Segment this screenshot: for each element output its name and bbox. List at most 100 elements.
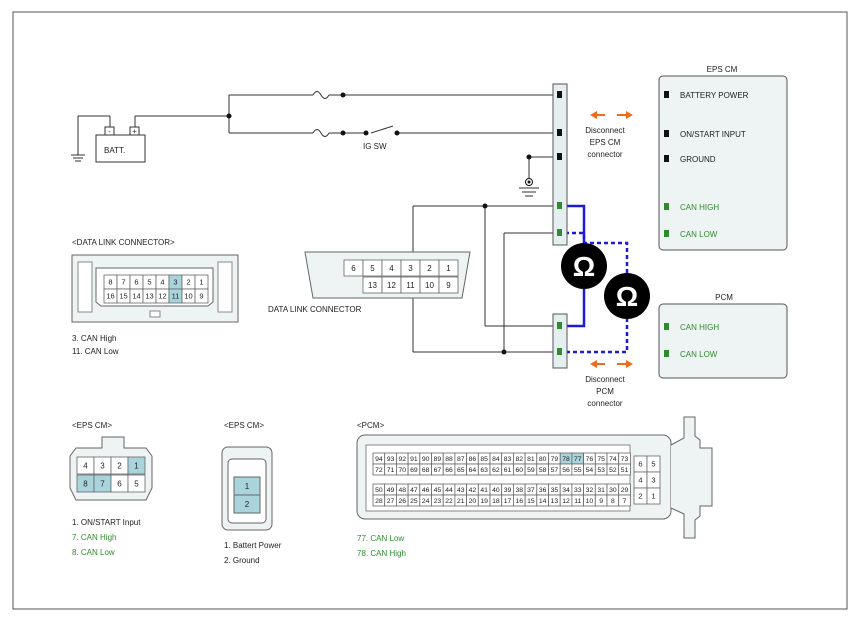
dlc-legend-can-low: 11. CAN Low (72, 347, 119, 356)
power-wiring (71, 91, 558, 197)
svg-text:PCM: PCM (596, 387, 614, 396)
pcm-pin-44-label: 44 (445, 487, 453, 494)
eps-connector-b-title: <EPS CM> (224, 421, 264, 430)
pcm-pin-67-label: 67 (434, 467, 442, 474)
eps-a-pin-5-label: 5 (134, 479, 139, 488)
pcm-pin-81-label: 81 (527, 456, 535, 463)
pcm-pin-25-label: 25 (410, 498, 418, 505)
pcm-pin-23-label: 23 (434, 498, 442, 505)
eps-b-legend-1: 1. Battert Power (224, 541, 282, 550)
ig-switch-label: IG SW (363, 142, 387, 151)
pcm-pin-14-label: 14 (539, 498, 547, 505)
center-dlc-pin-9-label: 9 (446, 281, 451, 290)
pcm-pin-65-label: 65 (457, 467, 465, 474)
pcm-pin-74-label: 74 (609, 456, 617, 463)
pcm-pin-40-label: 40 (492, 487, 500, 494)
pcm-pin-66-label: 66 (445, 467, 453, 474)
eps-a-pin-4-label: 4 (83, 461, 88, 470)
center-dlc-pin-12-label: 12 (387, 281, 396, 290)
pcm-pin-13-label: 13 (551, 498, 559, 505)
svg-text:connector: connector (587, 399, 622, 408)
pcm-pin-38-label: 38 (515, 487, 523, 494)
eps-pin-battery-power: BATTERY POWER (680, 91, 749, 100)
svg-text:Disconnect: Disconnect (585, 375, 625, 384)
eps-pin-on-start: ON/START INPUT (680, 130, 746, 139)
pcm-pin-87-label: 87 (457, 456, 465, 463)
center-dlc-pin-1-cell (438, 259, 459, 277)
pcm-pin-51-cell (618, 463, 631, 476)
dlc-detail-pin-15-label: 15 (119, 292, 127, 301)
eps-a-legend-7: 7. CAN High (72, 533, 116, 542)
pcm-pin-11-label: 11 (574, 498, 581, 505)
pcm-pin-30-label: 30 (609, 487, 617, 494)
center-dlc-pin-13-label: 13 (368, 281, 377, 290)
eps-cm-module: BATTERY POWER ON/START INPUT GROUND CAN … (658, 75, 788, 251)
pcm-pin-41-label: 41 (480, 487, 488, 494)
pcm-pin-61-label: 61 (504, 467, 512, 474)
pcm-pin-15-label: 15 (527, 498, 535, 505)
svg-text:+: + (132, 127, 137, 136)
pcm-pin-21-label: 21 (457, 498, 465, 505)
pcm-pin-2-label: 2 (638, 492, 642, 501)
svg-text:-: - (108, 127, 111, 136)
battery-label: BATT. (104, 146, 125, 155)
eps-a-legend-1: 1. ON/START Input (72, 518, 141, 527)
pcm-pin-91-label: 91 (410, 456, 418, 463)
pcm-pin-29-label: 29 (621, 487, 629, 494)
eps-a-pin-1-cell (127, 456, 146, 475)
pcm-pin-85-label: 85 (480, 456, 488, 463)
dlc-detail-pin-2-label: 2 (186, 278, 190, 287)
dlc-detail-title: <DATA LINK CONNECTOR> (72, 238, 175, 247)
pcm-disconnect-note: Disconnect PCM connector (585, 375, 625, 408)
center-dlc-pin-11-label: 11 (406, 281, 415, 290)
pcm-pin-can-high: CAN HIGH (680, 323, 719, 332)
svg-text:EPS CM: EPS CM (590, 138, 621, 147)
eps-pin-can-low: CAN LOW (680, 230, 718, 239)
eps-pin-ground: GROUND (680, 155, 716, 164)
center-dlc-pin-4-label: 4 (389, 264, 394, 273)
dlc-detail-pin-10-label: 10 (184, 292, 192, 301)
pcm-pin-45-label: 45 (434, 487, 442, 494)
pcm-pin-69-label: 69 (410, 467, 418, 474)
ohmmeter-can-high: Ω (561, 243, 607, 289)
pcm-title: PCM (715, 293, 733, 302)
pcm-pin-53-label: 53 (597, 467, 605, 474)
eps-a-pin-8-label: 8 (83, 479, 88, 488)
eps-a-pin-6-label: 6 (117, 479, 122, 488)
ohmmeter-can-low: Ω (604, 273, 650, 319)
dlc-detail-pin-7-label: 7 (121, 278, 125, 287)
svg-text:Disconnect: Disconnect (585, 126, 625, 135)
pcm-pin-1-label: 1 (651, 492, 655, 501)
pcm-pin-80-label: 80 (539, 456, 547, 463)
pcm-pin-8-label: 8 (611, 498, 615, 505)
pcm-pin-83-label: 83 (504, 456, 512, 463)
pcm-pin-18-label: 18 (492, 498, 500, 505)
pcm-pin-86-label: 86 (469, 456, 477, 463)
pcm-legend-77: 77. CAN Low (357, 534, 404, 543)
pcm-pin-26-label: 26 (398, 498, 406, 505)
pcm-pin-75-label: 75 (597, 456, 605, 463)
pcm-pin-78-label: 78 (562, 456, 570, 463)
battery-box (95, 134, 146, 163)
pcm-pin-16-label: 16 (515, 498, 523, 505)
dlc-legend-can-high: 3. CAN High (72, 334, 116, 343)
pcm-connector-title: <PCM> (357, 421, 384, 430)
pcm-pin-27-label: 27 (387, 498, 395, 505)
pcm-pin-88-label: 88 (445, 456, 453, 463)
center-dlc-pin-6-label: 6 (351, 264, 356, 273)
pcm-pin-72-label: 72 (375, 467, 383, 474)
pcm-pin-55-label: 55 (574, 467, 582, 474)
pcm-pin-can-low: CAN LOW (680, 350, 718, 359)
center-dlc-pin-5-label: 5 (370, 264, 375, 273)
battery-positive-terminal (129, 126, 140, 136)
pcm-legend-78: 78. CAN High (357, 549, 406, 558)
pcm-pin-79-label: 79 (551, 456, 559, 463)
pcm-pin-5-label: 5 (651, 460, 655, 469)
eps-a-pin-7-label: 7 (100, 479, 105, 488)
